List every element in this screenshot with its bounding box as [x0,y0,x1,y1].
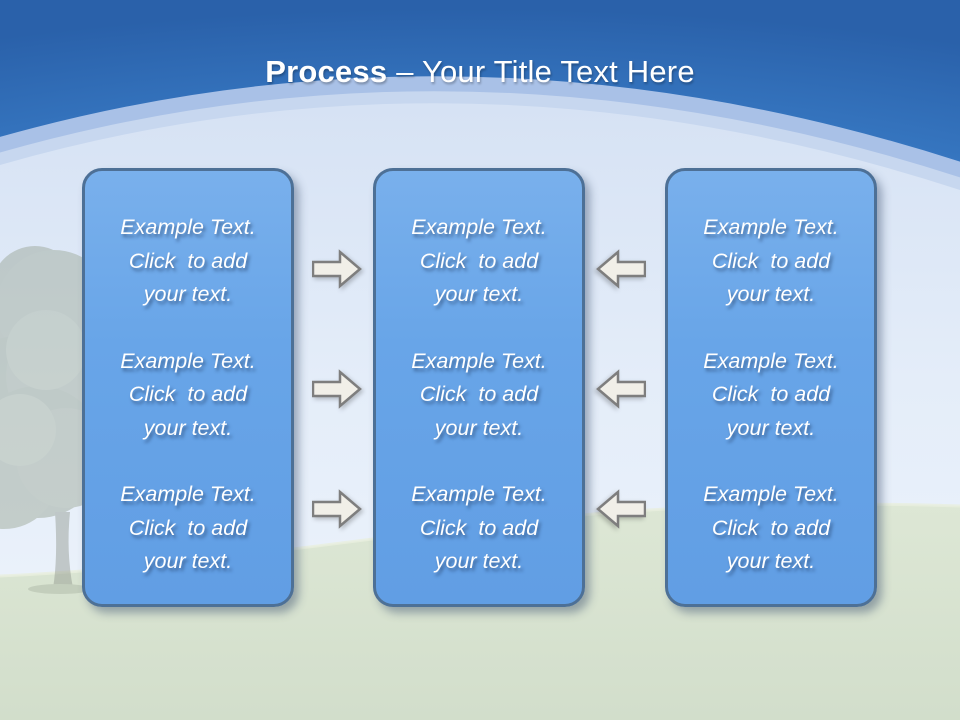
page-title: Process– Your Title Text Here [0,52,960,92]
placeholder-text: Example Text. Click to add your text. [411,348,547,440]
process-box-left: Example Text. Click to add your text. Ex… [82,168,294,607]
arrow-left-icon [596,489,646,529]
title-subtitle: – Your Title Text Here [396,54,695,89]
arrow-right-icon [312,489,362,529]
placeholder-text: Example Text. Click to add your text. [411,215,547,306]
arrow-left-icon [596,369,646,409]
placeholder-text: Example Text. Click to add your text. [411,482,547,573]
placeholder-text: Example Text. Click to add your text. [120,482,256,573]
placeholder-text: Example Text. Click to add your text. [703,482,839,573]
placeholder-text: Example Text. Click to add your text. [703,215,839,306]
title-keyword: Process [265,54,388,89]
arrow-right-icon [312,369,362,409]
process-box-center: Example Text. Click to add your text. Ex… [373,168,585,607]
arrow-left-icon [596,249,646,289]
arrow-right-icon [312,249,362,289]
placeholder-text: Example Text. Click to add your text. [120,215,256,306]
placeholder-text: Example Text. Click to add your text. [703,348,839,440]
process-box-right: Example Text. Click to add your text. Ex… [665,168,877,607]
placeholder-text: Example Text. Click to add your text. [120,348,256,440]
